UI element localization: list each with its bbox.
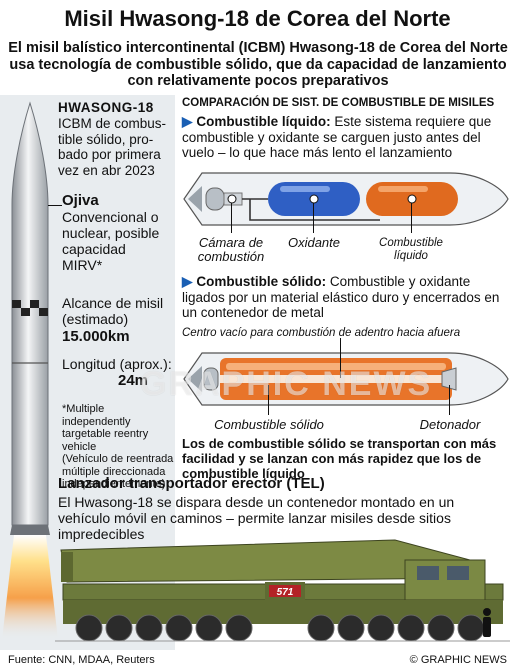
mirv-footnote-es: (Vehículo de reentrada múltiple direccio… <box>62 453 174 490</box>
watermark: GRAPHIC NEWS <box>140 365 433 403</box>
comparison-heading: COMPARACIÓN DE SIST. DE COMBUSTIBLE DE M… <box>182 97 495 109</box>
detonator-label: Detonador <box>419 417 481 432</box>
missile-illustration <box>2 101 58 640</box>
page-title: Misil Hwasong-18 de Corea del Norte <box>64 6 451 31</box>
missile-name: HWASONG-18 <box>58 100 154 115</box>
liquid-fuel-title: Combustible líquido: <box>196 114 331 129</box>
length-value: 24m <box>118 372 149 389</box>
tel-title: Lanzador transportador erector (TEL) <box>58 475 325 492</box>
mirv-footnote-en: *Multiple independently targetable reent… <box>62 403 149 453</box>
solid-fuel-leader <box>268 385 269 415</box>
arrow-right-icon: ▶ <box>182 114 193 129</box>
liquid-fuel-leader <box>411 203 412 233</box>
center-note-leader <box>340 338 341 378</box>
vehicle-number: 571 <box>277 587 294 598</box>
warhead-title: Ojiva <box>62 192 99 209</box>
warhead-leader-line <box>48 205 62 206</box>
page-subtitle: El misil balístico intercontinental (ICB… <box>8 40 508 89</box>
liquid-fuel-diagram <box>183 172 509 226</box>
footer-credit: © GRAPHIC NEWS <box>409 654 507 666</box>
length-label: Longitud (aprox.): <box>62 356 172 372</box>
chamber-label: Cámara de combustión <box>197 235 265 264</box>
tel-vehicle-illustration: 571 <box>55 539 510 642</box>
range-value: 15.000km <box>62 328 130 345</box>
missile-exhaust <box>2 535 58 640</box>
missile-description: ICBM de combus-tible sólido, pro-bado po… <box>58 116 167 178</box>
missile-checker-band <box>12 300 48 316</box>
solid-fuel-diagram <box>183 352 509 406</box>
chamber-leader <box>231 203 232 233</box>
solid-fuel-text: Combustible y oxidante ligados por un ma… <box>182 274 500 320</box>
oxidizer-label: Oxidante <box>287 235 341 250</box>
solid-fuel-label: Combustible sólido <box>214 417 324 432</box>
liquid-fuel-block: ▶Combustible líquido: Este sistema requi… <box>182 114 507 161</box>
person-silhouette <box>483 608 491 637</box>
arrow-right-icon: ▶ <box>182 274 193 289</box>
detonator-leader <box>449 385 450 415</box>
range-label: Alcance de misil (estimado) <box>62 295 164 327</box>
footer-source: Fuente: CNN, MDAA, Reuters <box>8 654 155 666</box>
solid-fuel-block: ▶Combustible sólido: Combustible y oxida… <box>182 274 507 321</box>
comparison-conclusion: Los de combustible sólido se transportan… <box>182 436 497 481</box>
tel-text: El Hwasong-18 se dispara desde un conten… <box>58 494 455 542</box>
solid-fuel-title: Combustible sólido: <box>196 274 327 289</box>
oxidizer-leader <box>313 203 314 233</box>
mirv-footnote: *Multiple independently targetable reent… <box>62 403 174 491</box>
vehicle-wheels <box>75 614 485 642</box>
warhead-text: Convencional o nuclear, posible capacida… <box>62 209 160 273</box>
liquid-fuel-text: Este sistema requiere que combustible y … <box>182 114 492 160</box>
solid-center-note: Centro vacío para combustión de adentro … <box>182 327 461 339</box>
liquid-fuel-label: Combustible líquido <box>379 237 443 262</box>
